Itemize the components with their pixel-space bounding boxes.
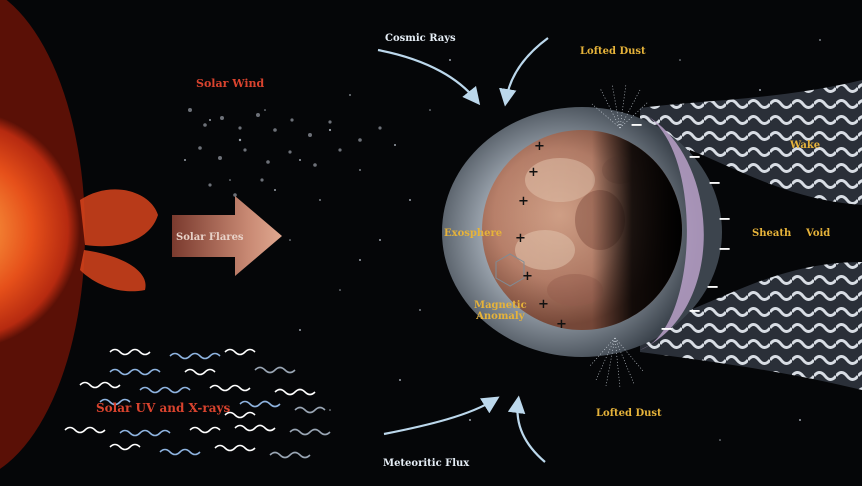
minus-charge: −	[718, 209, 732, 228]
minus-charge: −	[708, 173, 722, 192]
magnetic-anomaly-label: Magnetic Anomaly	[474, 300, 527, 322]
moon-surface	[482, 130, 682, 330]
exosphere-label: Exosphere	[444, 228, 503, 239]
solar-wind-label: Solar Wind	[196, 77, 265, 90]
magnetic-anomaly-marker	[495, 253, 525, 287]
minus-charge: −	[688, 301, 702, 320]
minus-charge: −	[660, 319, 674, 338]
sheath-label: Sheath	[752, 228, 792, 239]
meteoritic-flux-arrows	[383, 395, 546, 463]
lofted-dust-bottom-label: Lofted Dust	[596, 408, 662, 419]
plus-charge: +	[518, 194, 529, 209]
meteoritic-flux-label: Meteoritic Flux	[383, 458, 470, 469]
minus-charge: −	[706, 277, 720, 296]
plus-charge: +	[538, 297, 549, 312]
plus-charge: +	[522, 269, 533, 284]
sheath-crescent	[640, 112, 704, 350]
wake-label: Wake	[790, 140, 821, 151]
minus-charge: −	[718, 239, 732, 258]
plus-charge: +	[528, 165, 539, 180]
void-region	[690, 150, 862, 310]
cosmic-rays-label: Cosmic Rays	[385, 33, 456, 44]
star-field	[184, 39, 821, 441]
plus-charge: +	[534, 139, 545, 154]
minus-charge: −	[630, 115, 644, 134]
minus-charge: −	[688, 147, 702, 166]
lofted-dust-top-label: Lofted Dust	[580, 46, 646, 57]
solar-wind-particles	[188, 108, 382, 197]
lofted-dust-top-spray	[591, 83, 649, 129]
void-label: Void	[806, 228, 831, 239]
solar-uv-label: Solar UV and X-rays	[96, 401, 231, 415]
cosmic-ray-arrows	[377, 37, 549, 107]
uv-xray-waves	[64, 348, 331, 459]
lofted-dust-bottom-spray	[589, 337, 645, 389]
sun	[0, 0, 85, 469]
solar-flare-label: Solar Flares	[176, 232, 244, 243]
solar-flare-prominences	[80, 189, 158, 292]
plus-charge: +	[515, 231, 526, 246]
solar-flare-arrow	[172, 196, 282, 276]
plus-charge: +	[556, 317, 567, 332]
